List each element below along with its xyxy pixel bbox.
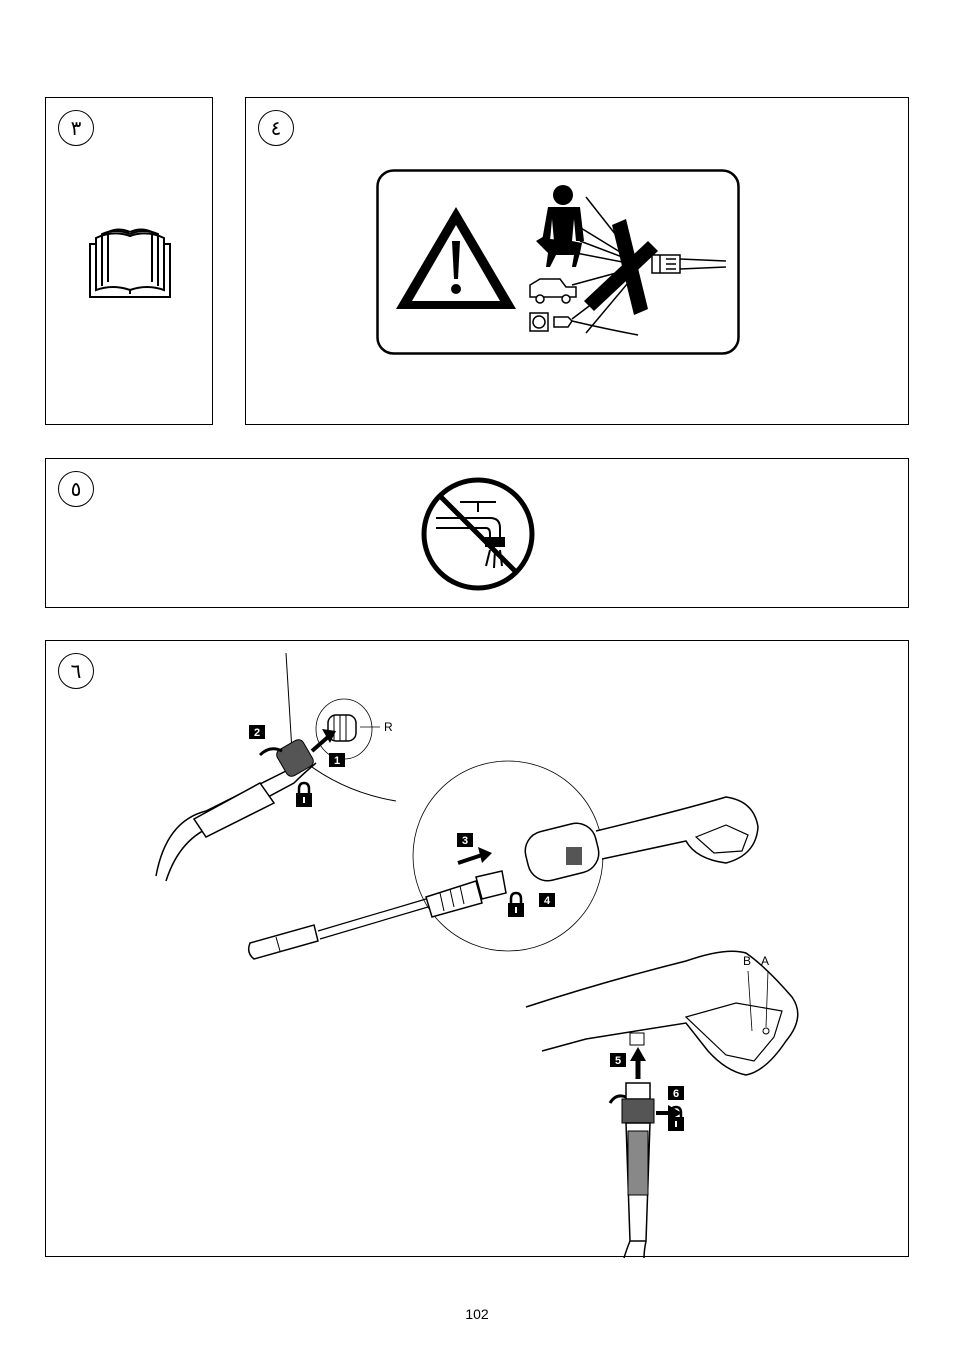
hose-coupling-1 xyxy=(194,738,315,837)
panel-3-number: ٣ xyxy=(58,110,94,146)
no-drinking-water-tap-icon xyxy=(420,476,536,592)
connector-r-label: R xyxy=(384,720,393,734)
label-a: A xyxy=(761,954,769,968)
step-6-label: 6 xyxy=(673,1088,679,1100)
panel-5: ٥ xyxy=(45,458,909,608)
step-4-label: 4 xyxy=(544,895,551,907)
panel-3: ٣ xyxy=(45,97,213,425)
hose-assembly-illustration: 1 2 R 3 xyxy=(46,641,910,1258)
step-1-label: 1 xyxy=(334,755,340,767)
panel-4: ٤ xyxy=(245,97,909,425)
lock-icon xyxy=(296,783,312,807)
page-number: 102 xyxy=(0,1306,954,1322)
panel-5-number: ٥ xyxy=(58,471,94,507)
hose-coupling-2 xyxy=(622,1083,654,1258)
label-b: B xyxy=(743,954,751,968)
warning-label-icon xyxy=(376,169,740,355)
step-3-label: 3 xyxy=(462,835,468,847)
panel-6: ٦ 1 2 xyxy=(45,640,909,1257)
step-2-label: 2 xyxy=(254,727,260,739)
step-5-label: 5 xyxy=(615,1055,621,1067)
panel-4-number: ٤ xyxy=(258,110,294,146)
spray-gun-closeup xyxy=(526,951,798,1075)
manual-book-icon xyxy=(88,228,172,300)
water-inlet-connector xyxy=(316,699,380,759)
